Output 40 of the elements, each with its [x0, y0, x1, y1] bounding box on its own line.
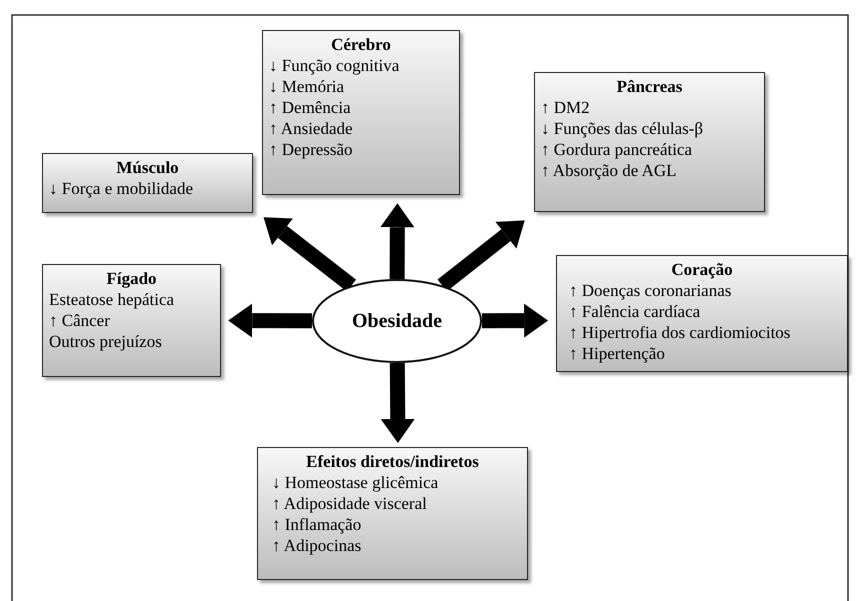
- effect-item: ↑ Doenças coronarianas: [568, 280, 732, 301]
- effect-item: ↑ Gordura pancreática: [541, 139, 694, 160]
- box-heading: Pâncreas: [616, 76, 684, 97]
- effect-item: ↑ Inflamação: [271, 514, 362, 535]
- effect-item: ↓ Força e mobilidade: [49, 178, 194, 199]
- effect-item: ↑ Adiposidade visceral: [271, 493, 428, 514]
- effect-item: ↓ Memória: [269, 76, 346, 97]
- effect-item: ↑ DM2: [541, 97, 591, 118]
- organ-effects-box: [42, 264, 221, 377]
- effect-item: ↑ Ansiedade: [269, 118, 354, 139]
- organ-effects-box: [556, 255, 848, 372]
- effect-item: ↑ Hipertenção: [568, 343, 666, 364]
- effect-item: ↑ Depressão: [269, 139, 354, 160]
- effect-item: ↓ Funções das células-β: [541, 118, 704, 139]
- box-heading: Coração: [670, 259, 734, 280]
- central-ellipse: [312, 279, 482, 363]
- thick-arrow: [482, 304, 548, 338]
- box-heading: Efeitos diretos/indiretos: [305, 451, 480, 472]
- thick-arrow: [264, 217, 356, 292]
- effect-item: Outros prejuízos: [49, 331, 163, 352]
- effect-item: ↑ Absorção de AGL: [541, 160, 678, 181]
- box-heading: Obesidade: [352, 310, 442, 332]
- effect-item: ↓ Função cognitiva: [269, 55, 400, 76]
- thick-arrow: [380, 203, 414, 280]
- box-heading: Cérebro: [330, 34, 392, 55]
- effect-item: ↓ Homeostase glicêmica: [271, 472, 440, 493]
- effect-item: ↑ Falência cardíaca: [568, 301, 702, 322]
- box-heading: Fígado: [105, 268, 158, 289]
- organ-effects-box: [257, 447, 528, 580]
- organ-effects-box: [534, 72, 765, 212]
- effect-item: ↑ Adipocinas: [271, 535, 362, 556]
- effect-item: ↑ Câncer: [49, 310, 111, 331]
- organ-effects-box: [42, 153, 253, 213]
- thick-arrow: [380, 362, 415, 443]
- organ-effects-box: [262, 30, 460, 195]
- box-heading: Músculo: [115, 157, 180, 178]
- effect-item: Esteatose hepática: [49, 289, 176, 310]
- effect-item: ↑ Hipertrofia dos cardiomiocitos: [568, 322, 792, 343]
- thick-arrow: [228, 304, 312, 338]
- effect-item: ↑ Demência: [269, 97, 352, 118]
